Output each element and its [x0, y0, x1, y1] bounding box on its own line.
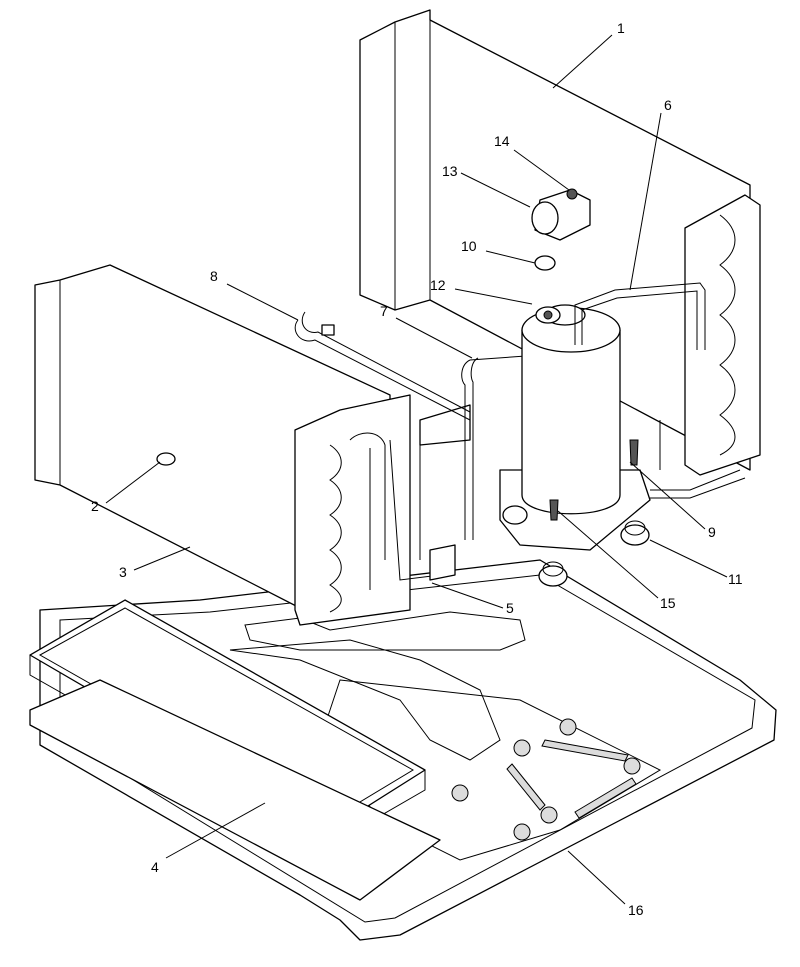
callout-1: 1 — [617, 20, 625, 36]
callout-13: 13 — [442, 163, 458, 179]
callout-14: 14 — [494, 133, 510, 149]
leader-lines — [105, 34, 728, 905]
coil-clip — [156, 452, 176, 466]
callout-7: 7 — [380, 303, 388, 319]
callout-12: 12 — [430, 277, 446, 293]
callout-labels: 1 2 3 4 5 6 7 8 9 10 11 12 13 14 15 16 — [91, 20, 743, 918]
suction-tube — [650, 420, 746, 499]
evaporator-coil — [34, 264, 411, 626]
tube-8 — [294, 311, 471, 421]
base-grommets — [451, 718, 641, 841]
callout-4: 4 — [151, 859, 159, 875]
terminal-cover — [534, 255, 556, 271]
callout-3: 3 — [119, 564, 127, 580]
callout-5: 5 — [506, 600, 514, 616]
callout-16: 16 — [628, 902, 644, 918]
callout-2: 2 — [91, 498, 99, 514]
drain-pan — [29, 599, 441, 901]
callout-11: 11 — [728, 571, 743, 587]
valve-bracket — [419, 404, 471, 581]
discharge-tube-6 — [574, 282, 706, 350]
compressor-grommets — [502, 439, 650, 587]
callout-9: 9 — [708, 524, 716, 540]
condenser-coil — [684, 194, 761, 476]
callout-10: 10 — [461, 238, 477, 254]
callout-8: 8 — [210, 268, 218, 284]
callout-15: 15 — [660, 595, 676, 611]
callout-6: 6 — [664, 97, 672, 113]
overload-relay — [531, 188, 591, 241]
